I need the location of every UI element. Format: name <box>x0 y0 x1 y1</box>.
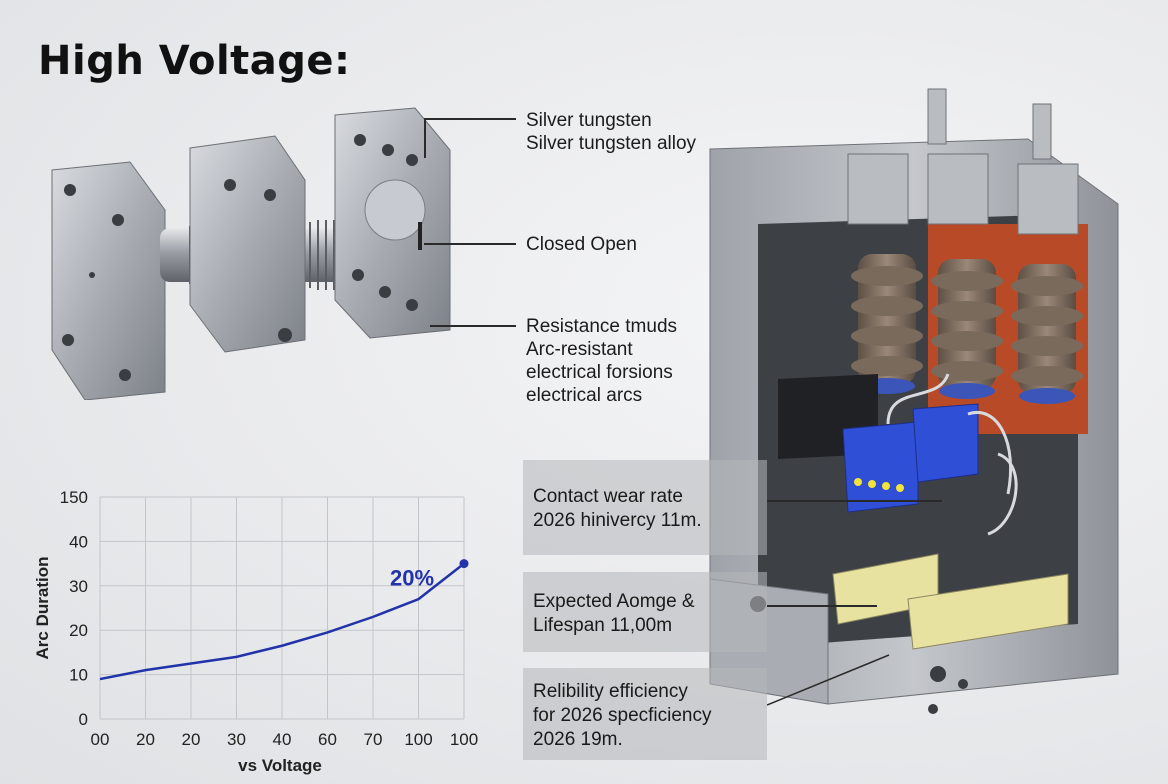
x-tick-label: 30 <box>227 730 246 749</box>
callout-line: Silver tungsten alloy <box>526 133 697 154</box>
y-axis-label: Arc Duration <box>33 557 52 660</box>
callout-silver-tungsten: Silver tungsten Silver tungsten alloy <box>526 109 696 155</box>
callout-line: Resistance tmuds <box>526 316 678 337</box>
x-tick-label: 100 <box>450 730 478 749</box>
left-contact-plate <box>51 161 166 400</box>
insulators <box>851 254 1083 404</box>
x-tick-label: 00 <box>91 730 110 749</box>
contact-assembly-illustration <box>51 107 451 400</box>
callout-line: electrical forsions <box>526 362 673 383</box>
callout-closed-open: Closed Open <box>526 233 637 256</box>
y-tick-label: 10 <box>69 666 88 685</box>
panel-line: Lifespan 11,00m <box>533 615 673 636</box>
breaker-cutaway-illustration <box>709 88 1119 714</box>
reliability-leader <box>767 654 890 706</box>
y-tick-label: 20 <box>69 621 88 640</box>
panel-line: 2026 hinivercy 11m. <box>533 510 702 531</box>
series-line <box>99 562 465 681</box>
y-tick-label: 40 <box>69 532 88 551</box>
info-panel-wear-rate: Contact wear rate 2026 hinivercy 11m. <box>523 460 767 555</box>
callout-line: electrical arcs <box>526 385 643 406</box>
panel-line: Expected Aomge & <box>533 591 695 612</box>
terminal-blocks <box>842 403 979 513</box>
callout-resistance: Resistance tmuds Arc-resistant electrica… <box>526 315 677 407</box>
contact-pad-right <box>907 573 1069 650</box>
x-tick-label: 20 <box>136 730 155 749</box>
info-panel-lifespan: Expected Aomge & Lifespan 11,00m <box>523 572 767 652</box>
y-tick-label: 30 <box>69 577 88 596</box>
info-panel-reliability: Relibility efficiency for 2026 specficie… <box>523 668 767 760</box>
callout-line: Silver tungsten <box>526 110 652 131</box>
page-title: High Voltage: <box>38 38 351 84</box>
x-tick-label: 20 <box>182 730 201 749</box>
x-axis-label: vs Voltage <box>238 756 322 775</box>
x-tick-label: 40 <box>273 730 292 749</box>
x-tick-label: 100 <box>404 730 432 749</box>
middle-contact-plate <box>189 135 306 353</box>
panel-line: Contact wear rate <box>533 486 683 507</box>
y-tick-label: 150 <box>60 488 88 507</box>
y-tick-label: 0 <box>79 710 88 729</box>
panel-line: Relibility efficiency <box>533 681 688 702</box>
series-end-point <box>459 559 469 569</box>
x-tick-label: 70 <box>364 730 383 749</box>
chart-annotation: 20% <box>390 566 434 591</box>
right-contact-plate <box>334 107 451 339</box>
callout-line: Arc-resistant <box>526 339 633 360</box>
callout-line: Closed Open <box>526 234 637 255</box>
panel-line: for 2026 specficiency <box>533 705 712 726</box>
panel-line: 2026 19m. <box>533 729 623 750</box>
x-tick-label: 60 <box>318 730 337 749</box>
